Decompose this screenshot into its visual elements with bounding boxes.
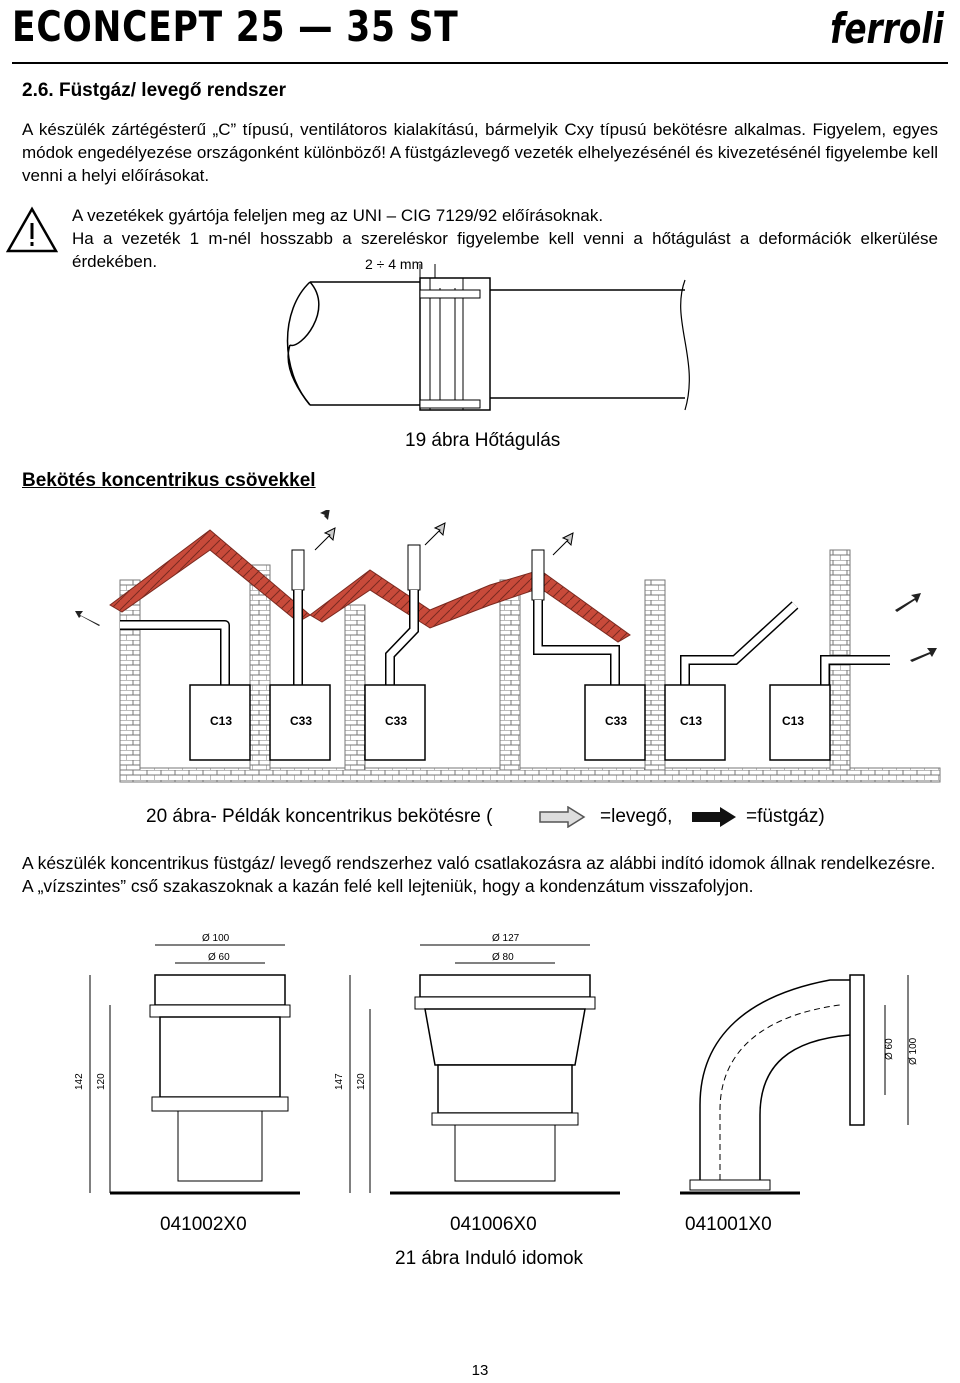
warning-line-2: Ha a vezeték 1 m-nél hosszabb a szerelés…	[72, 229, 938, 271]
flue-arrow-icon	[75, 510, 937, 662]
brand-logo: ferroli	[830, 4, 944, 53]
flue-legend: =füstgáz)	[746, 806, 825, 827]
figure-21-caption: 21 ábra Induló idomok	[395, 1248, 584, 1269]
part-code: 041002X0	[160, 1214, 247, 1235]
boiler-label: C13	[210, 714, 232, 728]
product-title: ECONCEPT 25 — 35 ST	[12, 2, 459, 51]
svg-text:120: 120	[356, 1073, 367, 1090]
figure-19-pipe-diagram: 2 ÷ 4 mm	[286, 256, 690, 411]
air-legend: =levegő,	[600, 806, 673, 827]
svg-text:120: 120	[96, 1073, 107, 1090]
boiler-label: C13	[680, 714, 702, 728]
concentric-heading: Bekötés koncentrikus csövekkel	[22, 470, 316, 491]
svg-text:Ø 100: Ø 100	[202, 933, 230, 944]
header-divider	[12, 62, 948, 64]
air-arrow-icon	[314, 522, 574, 556]
figure-20-installation-diagram: C13 C33 C33 C33 C13 C13	[75, 510, 941, 783]
svg-text:Ø 60: Ø 60	[208, 952, 230, 963]
fitting-041002X0: Ø 100 Ø 60 142 120	[74, 933, 300, 1195]
intro-paragraph: A készülék zártégésterű „C” típusú, vent…	[22, 120, 938, 185]
part-code: 041001X0	[685, 1214, 772, 1235]
boiler-label: C13	[782, 714, 804, 728]
svg-text:Ø 100: Ø 100	[908, 1037, 919, 1065]
svg-text:Ø 127: Ø 127	[492, 933, 520, 944]
boiler-label: C33	[385, 714, 407, 728]
figure-20-caption-prefix: 20 ábra- Példák koncentrikus bekötésre (	[146, 806, 493, 827]
warning-line-1: A vezetékek gyártója feleljen meg az UNI…	[72, 206, 604, 225]
figure-19-caption: 19 ábra Hőtágulás	[405, 430, 561, 451]
section-title: 2.6. Füstgáz/ levegő rendszer	[22, 80, 286, 101]
warning-icon	[6, 206, 58, 253]
svg-text:142: 142	[74, 1073, 85, 1090]
boiler-label: C33	[290, 714, 312, 728]
fitting-041001X0: Ø 60 Ø 100	[680, 974, 919, 1195]
fitting-041006X0: Ø 127 Ø 80 147 120	[334, 933, 620, 1195]
boiler-label: C33	[605, 714, 627, 728]
concentric-body: A készülék koncentrikus füstgáz/ levegő …	[22, 853, 936, 896]
figure-21-fittings-diagram: Ø 100 Ø 60 142 120 Ø 127 Ø 80 147 120	[74, 933, 919, 1235]
page-number: 13	[471, 1362, 489, 1379]
flue-arrow-icon	[692, 807, 736, 827]
gap-label: 2 ÷ 4 mm	[365, 256, 423, 272]
svg-text:Ø 60: Ø 60	[884, 1038, 895, 1060]
svg-text:147: 147	[334, 1073, 345, 1090]
svg-text:Ø 80: Ø 80	[492, 952, 514, 963]
air-arrow-icon	[539, 806, 586, 828]
part-code: 041006X0	[450, 1214, 537, 1235]
